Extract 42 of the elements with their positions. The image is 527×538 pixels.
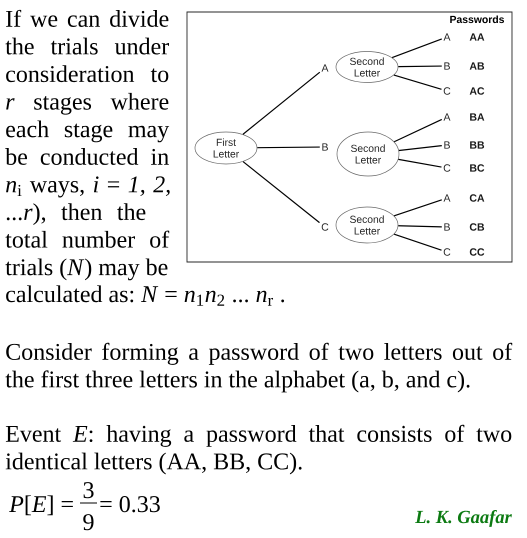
paragraph: Consider forming a password of two letters out of the first three letters in the alphabet (a, b, and c). xyxy=(5,342,512,392)
branch-line xyxy=(394,118,442,142)
password-text: BA xyxy=(470,113,484,121)
branch-line xyxy=(242,161,320,224)
column-heading: Passwords xyxy=(450,15,504,24)
branch-letter: C xyxy=(444,248,450,256)
password-text: CC xyxy=(470,248,484,256)
branch-letter: A xyxy=(444,113,450,121)
branch-letter: A xyxy=(322,64,328,72)
branch-letter: B xyxy=(444,223,450,231)
branch-letter: A xyxy=(444,194,450,202)
password-text: BC xyxy=(470,164,484,172)
branch-line xyxy=(394,199,442,216)
branch-line xyxy=(398,158,442,168)
branch-line xyxy=(398,225,442,228)
text-line: calculated as: N = n$_{1}$n$_{2}$ ... n$_{r}$ . xyxy=(6,285,284,306)
formula-text: P[E] = xyxy=(9,495,73,516)
denominator: 9 xyxy=(83,514,94,530)
password-text: AC xyxy=(470,87,484,95)
formula-text: = 0.33 xyxy=(100,496,160,512)
password-text: AA xyxy=(470,33,484,41)
branch-line xyxy=(394,234,442,251)
paragraph: Event E: having a password that consists of two identical letters (AA, BB, CC). xyxy=(6,424,512,474)
branch-line xyxy=(398,145,442,152)
branch-line xyxy=(394,74,442,90)
branch-line xyxy=(398,65,442,68)
numerator: 3 xyxy=(84,482,94,498)
branch-letter: B xyxy=(444,62,450,70)
branch-letter: A xyxy=(444,33,450,41)
branch-line xyxy=(242,72,320,135)
branch-letter: B xyxy=(322,143,328,151)
branch-letter: C xyxy=(322,223,328,231)
signature: L. K. Gaafar xyxy=(415,510,512,527)
branch-letter: C xyxy=(444,164,450,172)
password-text: CA xyxy=(470,194,484,202)
branch-line xyxy=(392,38,442,58)
password-text: CB xyxy=(470,223,484,231)
branch-letter: B xyxy=(444,141,450,149)
branch-line xyxy=(257,146,320,148)
branch-letter: C xyxy=(444,87,450,95)
password-text: BB xyxy=(470,141,484,149)
password-text: AB xyxy=(470,62,484,70)
